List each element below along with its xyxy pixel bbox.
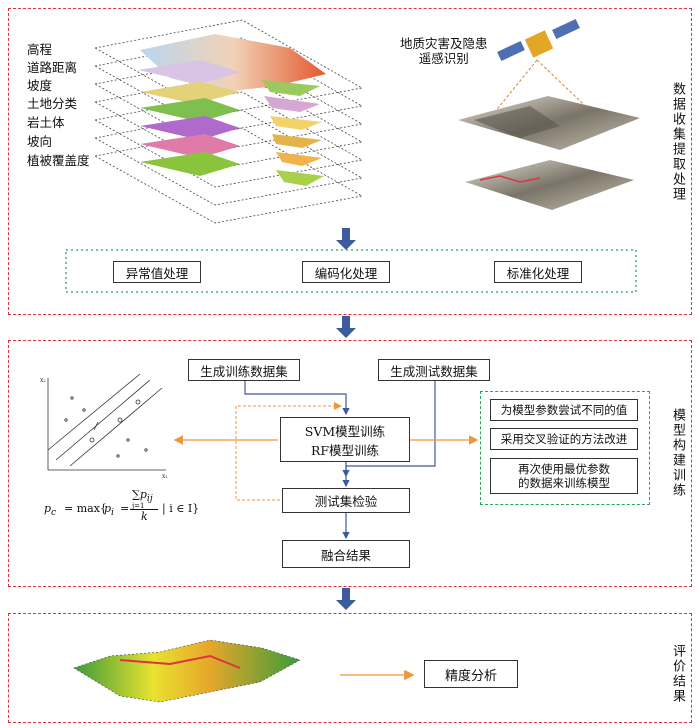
formula-cond: | i ∈ I} <box>162 502 200 515</box>
layer-label-elevation: 高程 <box>27 42 53 57</box>
formula-eq: = max{ <box>64 502 107 515</box>
svm-axis-y: x₂ <box>40 377 46 384</box>
outlier-box: 异常值处理 <box>113 261 201 283</box>
svm-train-label: SVM模型训练 <box>304 423 386 439</box>
layer-maps <box>138 34 326 186</box>
formula-sum-lower: j=1 <box>132 502 145 510</box>
formula-pi: pi <box>104 502 114 519</box>
retrain-loop <box>235 402 342 501</box>
layer-label-vegetation: 植被覆盖度 <box>27 153 90 168</box>
hazard-map-image <box>465 160 634 210</box>
rf-train-label: RF模型训练 <box>310 442 380 458</box>
section-label-eval: 评价结果 <box>670 644 685 704</box>
flow-arrows-blue <box>336 228 356 610</box>
encoding-box: 编码化处理 <box>302 261 390 283</box>
formula-sum: ∑pij <box>132 488 153 505</box>
section-label-collect: 数据收集提取处理 <box>670 82 685 202</box>
train-box: SVM模型训练 RF模型训练 <box>280 417 410 462</box>
test-check-box: 测试集检验 <box>282 488 410 513</box>
svm-axis-x: x₁ <box>162 473 168 480</box>
formula-eq2: = <box>120 502 130 515</box>
formula-denom: k <box>141 510 148 523</box>
section-data-collection <box>8 8 692 315</box>
tuning-frame <box>480 391 650 505</box>
section-label-model: 模型构建训练 <box>670 408 685 498</box>
gen-train-box: 生成训练数据集 <box>188 359 300 381</box>
fusion-box: 融合结果 <box>282 540 410 568</box>
tuning-step-1: 为模型参数尝试不同的值 <box>490 399 638 421</box>
accuracy-box: 精度分析 <box>424 660 518 688</box>
formula-fraction-bar <box>130 509 158 510</box>
layer-label-aspect: 坡向 <box>27 134 53 149</box>
normalize-box: 标准化处理 <box>494 261 582 283</box>
formula-lhs: pc <box>44 502 57 519</box>
gen-test-box: 生成测试数据集 <box>378 359 490 381</box>
model-connectors <box>244 381 436 540</box>
section-model-training <box>8 340 692 587</box>
tuning-step-2: 采用交叉验证的方法改进 <box>490 428 638 450</box>
layer-label-rock-soil: 岩土体 <box>27 115 65 130</box>
layer-label-land-class: 土地分类 <box>27 96 78 111</box>
satellite-icon <box>497 18 580 62</box>
remote-sensing-label: 地质灾害及隐患 遥感识别 <box>400 36 488 66</box>
risk-map-image <box>73 639 301 703</box>
tuning-step-3: 再次使用最优参数 的数据来训练模型 <box>490 458 638 494</box>
layer-label-slope: 坡度 <box>27 78 53 93</box>
terrain-image <box>458 96 640 150</box>
preprocess-frame <box>65 249 637 293</box>
fusion-formula: pc = max{ pi = ∑pij j=1 k | i ∈ I} <box>44 488 214 528</box>
layer-label-road-distance: 道路距离 <box>27 60 78 75</box>
svm-illustration <box>47 373 166 471</box>
section-evaluation <box>8 613 692 723</box>
